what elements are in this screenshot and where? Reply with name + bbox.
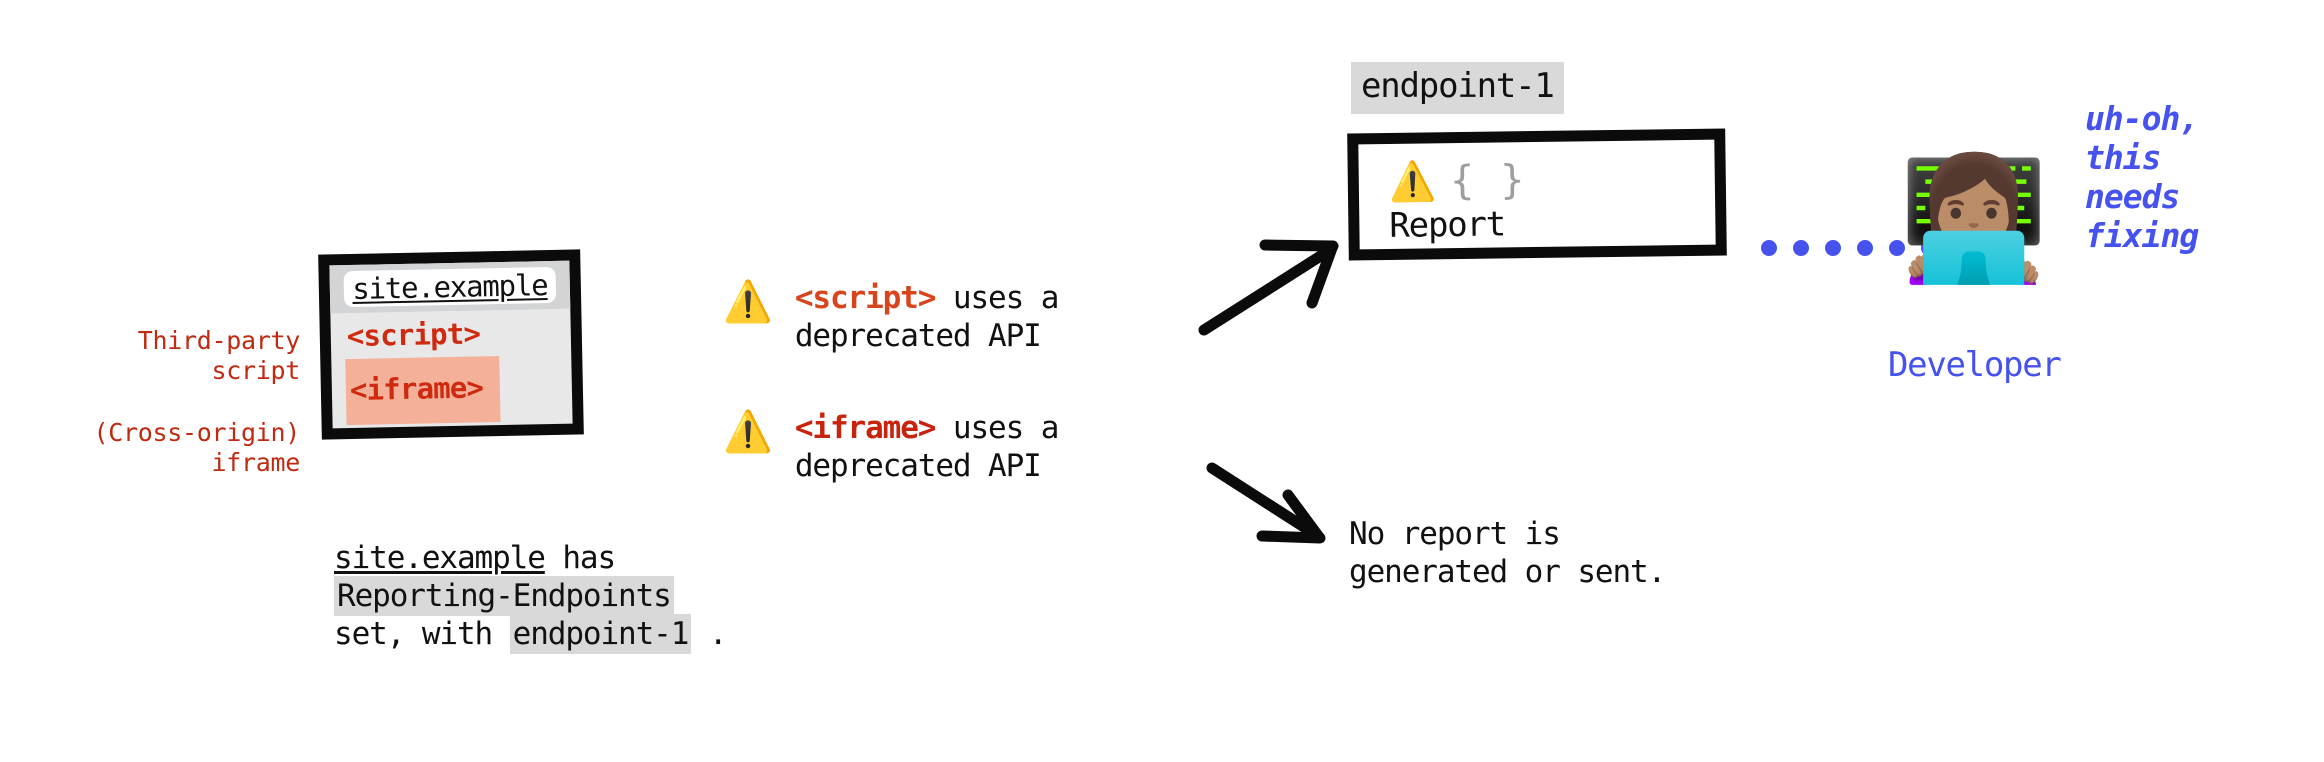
dot: [1921, 240, 1937, 256]
developer-label: Developer: [1888, 345, 2062, 385]
warning-triangle-icon: ⚠️: [723, 279, 773, 325]
developer-quote: uh-oh, this needs fixing: [2085, 99, 2199, 255]
warning-iframe: ⚠️ <iframe> uses a deprecated API: [723, 409, 1060, 486]
browser-chrome-bar: site.example: [329, 260, 571, 314]
caption-has: has: [544, 540, 616, 576]
browser-iframe-region: <iframe>: [345, 356, 501, 426]
url-bar[interactable]: site.example: [343, 266, 557, 308]
warning-script-rest: uses a deprecated API: [794, 280, 1060, 354]
dot: [1857, 240, 1873, 256]
caption-set-with: set, with: [334, 615, 510, 652]
warning-iframe-text: <iframe> uses a deprecated API: [794, 410, 1060, 486]
label-third-party-script: Third-party script: [80, 326, 301, 385]
arrow-iframe-to-noreport: [1206, 462, 1326, 544]
report-content: ⚠️ { } Report: [1388, 157, 1527, 246]
label-third-party-script-text: Third-party script: [137, 326, 301, 385]
report-box: ⚠️ { } Report: [1347, 128, 1727, 261]
arrow-script-to-report: [1198, 239, 1339, 336]
developer-avatar-icon: 👩🏽‍💻: [1899, 150, 2049, 289]
report-label: Report: [1389, 204, 1506, 246]
browser-caption: site.example has Reporting-Endpoints set…: [334, 540, 894, 654]
browser-window: site.example <script> <iframe>: [318, 249, 584, 440]
warning-triangle-icon: ⚠️: [1388, 159, 1437, 204]
warning-iframe-tag: <iframe>: [794, 410, 937, 446]
no-report-text: No report is generated or sent.: [1349, 516, 1666, 590]
warning-script-tag: <script>: [794, 280, 937, 316]
caption-period: .: [691, 615, 728, 652]
label-cross-origin-iframe-text: (Cross-origin) iframe: [93, 418, 300, 477]
dot: [1825, 240, 1841, 256]
warning-script-text: <script> uses a deprecated API: [794, 280, 1060, 356]
warning-script: ⚠️ <script> uses a deprecated API: [723, 279, 1060, 356]
warning-iframe-rest: uses a deprecated API: [794, 410, 1060, 484]
dot: [1761, 240, 1777, 256]
dotted-connector: [1761, 240, 1937, 256]
report-icon-row: ⚠️ { }: [1388, 157, 1526, 205]
warning-triangle-icon: ⚠️: [723, 409, 773, 455]
browser-iframe-tag: <iframe>: [349, 370, 484, 408]
caption-header-chip: Reporting-Endpoints: [334, 575, 674, 616]
json-braces-icon: { }: [1449, 157, 1526, 205]
label-cross-origin-iframe: (Cross-origin) iframe: [45, 418, 300, 477]
dot: [1889, 240, 1905, 256]
caption-site: site.example: [334, 540, 546, 576]
dot: [1793, 240, 1809, 256]
caption-endpoint-chip: endpoint-1: [509, 613, 692, 654]
url-text: site.example: [351, 267, 548, 306]
browser-frame: site.example <script> <iframe>: [318, 249, 584, 440]
browser-script-tag: <script>: [346, 316, 481, 354]
endpoint-badge: endpoint-1: [1351, 62, 1564, 114]
